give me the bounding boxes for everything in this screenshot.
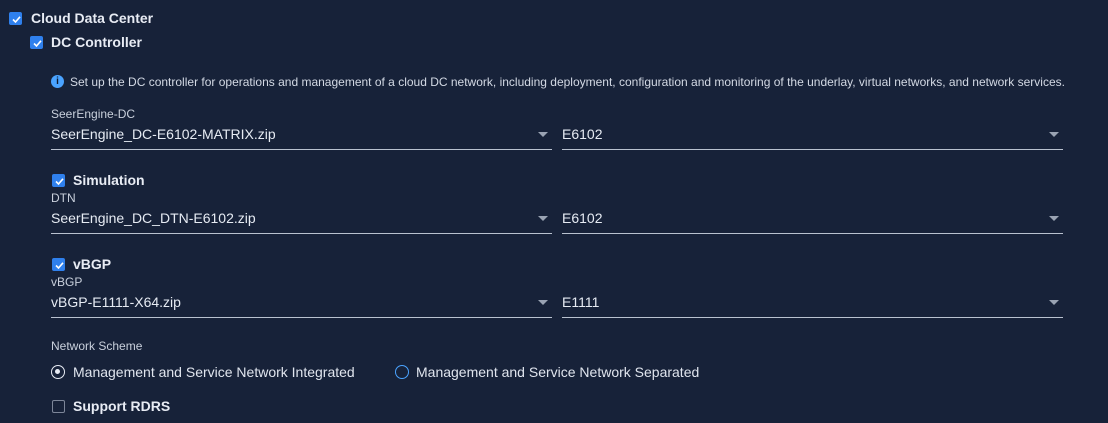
checkmark-icon <box>12 16 21 24</box>
simulation-checkbox[interactable] <box>52 174 65 187</box>
network-separated-radio[interactable] <box>395 365 409 379</box>
chevron-down-icon <box>1049 216 1059 221</box>
seerengine-dc-package-select[interactable]: SeerEngine_DC-E6102-MATRIX.zip <box>51 124 552 150</box>
radio-selected-dot <box>55 369 60 374</box>
chevron-down-icon <box>538 132 548 137</box>
info-icon: i <box>51 75 64 88</box>
support-rdrs-checkbox[interactable] <box>52 400 65 413</box>
dtn-package-value: SeerEngine_DC_DTN-E6102.zip <box>51 210 256 226</box>
vbgp-version-select[interactable]: E1111 <box>562 292 1063 318</box>
dtn-package-select[interactable]: SeerEngine_DC_DTN-E6102.zip <box>51 208 552 234</box>
dtn-label: DTN <box>51 191 76 205</box>
checkmark-icon <box>55 178 64 186</box>
vbgp-field-label: vBGP <box>51 275 83 289</box>
seerengine-dc-version-value: E6102 <box>562 126 603 142</box>
chevron-down-icon <box>538 300 548 305</box>
dc-controller-info-text: Set up the DC controller for operations … <box>70 75 1065 89</box>
network-scheme-label: Network Scheme <box>51 339 143 353</box>
dc-controller-label[interactable]: DC Controller <box>51 34 142 50</box>
vbgp-label[interactable]: vBGP <box>73 256 112 272</box>
dc-controller-checkbox[interactable] <box>30 36 43 49</box>
vbgp-version-value: E1111 <box>562 294 600 310</box>
cloud-data-center-checkbox[interactable] <box>9 12 22 25</box>
vbgp-package-value: vBGP-E1111-X64.zip <box>51 294 181 310</box>
network-separated-label[interactable]: Management and Service Network Separated <box>416 364 700 380</box>
dtn-version-value: E6102 <box>562 210 603 226</box>
network-integrated-radio[interactable] <box>51 365 65 379</box>
support-rdrs-label[interactable]: Support RDRS <box>73 398 171 414</box>
chevron-down-icon <box>1049 132 1059 137</box>
chevron-down-icon <box>538 216 548 221</box>
chevron-down-icon <box>1049 300 1059 305</box>
seerengine-dc-label: SeerEngine-DC <box>51 107 136 121</box>
vbgp-package-select[interactable]: vBGP-E1111-X64.zip <box>51 292 552 318</box>
simulation-label[interactable]: Simulation <box>73 172 145 188</box>
seerengine-dc-version-select[interactable]: E6102 <box>562 124 1063 150</box>
checkmark-icon <box>33 40 42 48</box>
cloud-data-center-label[interactable]: Cloud Data Center <box>31 10 154 26</box>
vbgp-checkbox[interactable] <box>52 258 65 271</box>
network-integrated-label[interactable]: Management and Service Network Integrate… <box>73 364 355 380</box>
seerengine-dc-package-value: SeerEngine_DC-E6102-MATRIX.zip <box>51 126 276 142</box>
checkmark-icon <box>55 262 64 270</box>
dtn-version-select[interactable]: E6102 <box>562 208 1063 234</box>
